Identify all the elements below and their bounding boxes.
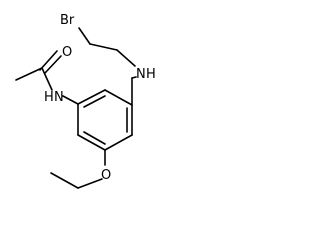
ring-bond-5	[77, 134, 106, 151]
atom-label-amide-hydrogen: H	[44, 90, 54, 105]
bond-ethyl-methyl	[50, 172, 79, 189]
molecule-structure: O N H N H Br O	[15, 13, 156, 189]
ring-double-bond-1	[83, 95, 106, 108]
bond-ethyl-bromine	[78, 27, 91, 45]
bond-methyl-carbonyl	[15, 67, 43, 81]
ring-double-bond-3	[83, 131, 106, 145]
bond-methylene-amine	[131, 76, 137, 79]
ring-bond-1	[77, 89, 106, 105]
atom-label-amine-nitrogen: N	[136, 67, 146, 82]
bond-ethyl-ethyl	[89, 43, 118, 51]
atom-label-amide-nitrogen: N	[54, 90, 64, 105]
atom-label-ether-oxygen: O	[101, 168, 111, 183]
bond-carbonyl-oxygen-inner	[44, 55, 62, 74]
bond-carbonyl-amide-nitrogen	[41, 67, 53, 91]
bond-amine-ethyl	[116, 49, 136, 67]
bond-ether-oxygen-ethyl	[77, 178, 103, 189]
atom-label-amine-hydrogen: H	[146, 67, 156, 82]
atom-label-carbonyl-oxygen: O	[62, 45, 72, 60]
bond-amide-nitrogen-ring	[62, 95, 79, 105]
ring-bond-4	[104, 134, 133, 151]
ring-bond-2	[104, 89, 133, 106]
bond-carbonyl-oxygen-outer	[39, 50, 58, 71]
atom-label-bromine: Br	[60, 13, 75, 28]
